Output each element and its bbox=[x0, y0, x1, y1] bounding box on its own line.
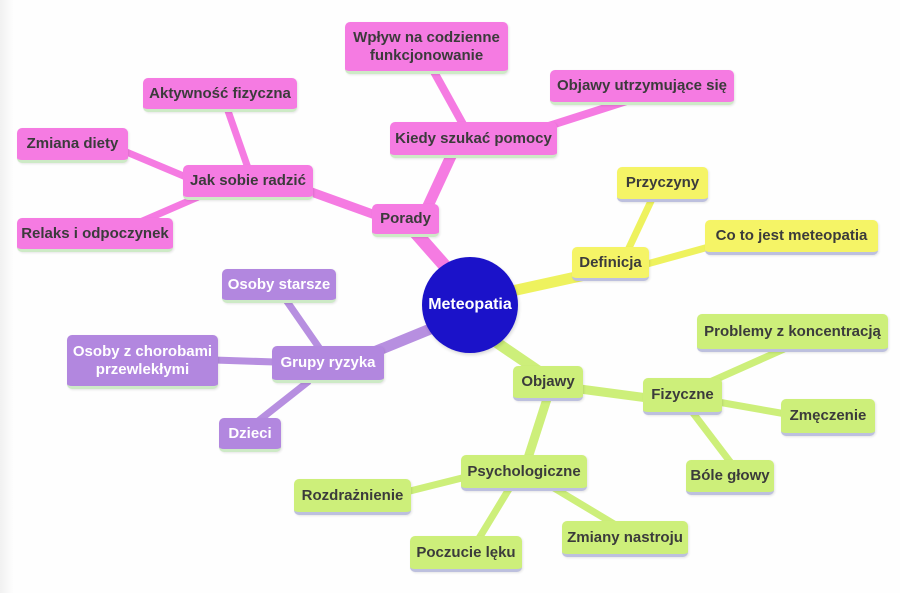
node-problemy-z-koncentracja[interactable]: Problemy z koncentracją bbox=[697, 314, 888, 352]
edge-porady-kiedy-szukac-pomocy bbox=[422, 151, 457, 211]
node-zmiany-nastroju[interactable]: Zmiany nastroju bbox=[562, 521, 688, 557]
edge-objawy-psychologiczne bbox=[523, 397, 552, 460]
node-zmeczenie[interactable]: Zmęczenie bbox=[781, 399, 875, 436]
edge-jak-aktywnosc bbox=[223, 106, 252, 170]
node-jak-sobie-radzic[interactable]: Jak sobie radzić bbox=[183, 165, 313, 200]
edge-grupy-dzieci bbox=[254, 378, 312, 425]
edge-porady-jak-sobie-radzic bbox=[304, 185, 380, 221]
edge-grupy-osoby-starsze bbox=[283, 298, 323, 351]
node-grupy-ryzyka[interactable]: Grupy ryzyka bbox=[272, 346, 384, 383]
edge-psychologiczne-zmiany-nastroju bbox=[552, 484, 616, 528]
root-node-meteopatia[interactable]: Meteopatia bbox=[422, 257, 518, 353]
node-definicja[interactable]: Definicja bbox=[572, 247, 649, 281]
node-psychologiczne[interactable]: Psychologiczne bbox=[461, 455, 587, 491]
edge-definicja-przyczyny bbox=[624, 197, 656, 252]
node-dzieci[interactable]: Dzieci bbox=[219, 418, 281, 452]
edge-jak-zmiana-diety bbox=[122, 147, 188, 181]
node-objawy[interactable]: Objawy bbox=[513, 366, 583, 401]
edge-psychologiczne-poczucie-leku bbox=[475, 487, 512, 542]
node-osoby-starsze[interactable]: Osoby starsze bbox=[222, 269, 336, 303]
edge-fizyczne-problemy bbox=[708, 345, 786, 386]
node-porady[interactable]: Porady bbox=[372, 204, 439, 237]
edge-psychologiczne-rozdraznienie bbox=[405, 473, 467, 496]
node-przyczyny[interactable]: Przyczyny bbox=[617, 167, 708, 202]
node-fizyczne[interactable]: Fizyczne bbox=[643, 378, 722, 415]
edge-kiedy-wplyw bbox=[429, 68, 468, 128]
node-bole-glowy[interactable]: Bóle głowy bbox=[686, 460, 774, 495]
node-poczucie-leku[interactable]: Poczucie lęku bbox=[410, 536, 522, 572]
node-kiedy-szukac-pomocy[interactable]: Kiedy szukać pomocy bbox=[390, 122, 557, 158]
node-wplyw-na-codzienne-funkcjonowanie[interactable]: Wpływ na codzienne funkcjonowanie bbox=[345, 22, 508, 74]
node-osoby-z-chorobami-przewleklymi[interactable]: Osoby z chorobami przewlekłymi bbox=[67, 335, 218, 389]
edge-grupy-osoby-z-chorobami bbox=[213, 356, 276, 366]
node-co-to-jest-meteopatia[interactable]: Co to jest meteopatia bbox=[705, 220, 878, 255]
node-zmiana-diety[interactable]: Zmiana diety bbox=[17, 128, 128, 163]
node-aktywnosc-fizyczna[interactable]: Aktywność fizyczna bbox=[143, 78, 297, 112]
edge-meteopatia-definicja bbox=[501, 269, 587, 299]
edge-definicja-co-to-jest bbox=[646, 241, 717, 268]
node-objawy-utrzymujace-sie[interactable]: Objawy utrzymujące się bbox=[550, 70, 734, 105]
edge-fizyczne-zmeczenie bbox=[717, 398, 787, 418]
edge-fizyczne-bole-glowy bbox=[690, 410, 734, 466]
edge-objawy-fizyczne bbox=[579, 384, 649, 403]
node-relaks-i-odpoczynek[interactable]: Relaks i odpoczynek bbox=[17, 218, 173, 252]
node-rozdraznienie[interactable]: Rozdrażnienie bbox=[294, 479, 411, 515]
